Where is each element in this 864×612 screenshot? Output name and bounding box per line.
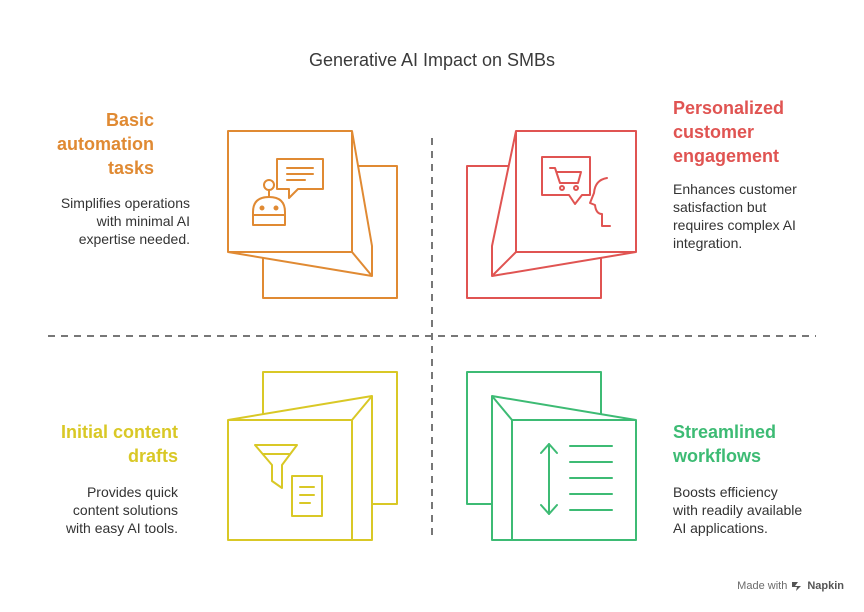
workflows-box (466, 371, 637, 541)
branding-name: Napkin (807, 580, 844, 592)
automation-box (227, 130, 398, 299)
engagement-heading: Personalized customer engagement (673, 98, 785, 166)
branding-prefix: Made with (737, 580, 788, 592)
automation-heading: Basic automation tasks (57, 110, 154, 178)
workflows-heading: Streamlined workflows (673, 422, 777, 466)
content-box (227, 371, 398, 541)
robot-chat-icon (252, 158, 324, 226)
page-title: Generative AI Impact on SMBs (308, 50, 556, 70)
napkin-logo-icon (792, 582, 802, 591)
vertical-arrows-list-icon (540, 443, 613, 515)
funnel-document-icon (254, 444, 323, 517)
napkin-branding[interactable]: Made with Napkin (737, 580, 844, 592)
engagement-description: Enhances customer satisfaction but requi… (673, 181, 797, 251)
shopping-cart-speech-icon (541, 156, 611, 227)
content-description: Provides quick content solutions with ea… (65, 484, 178, 536)
automation-description: Simplifies operations with minimal AI ex… (60, 195, 190, 247)
engagement-box (466, 130, 637, 299)
workflows-description: Boosts efficiency with readily available… (673, 484, 803, 536)
content-heading: Initial content drafts (61, 422, 178, 466)
